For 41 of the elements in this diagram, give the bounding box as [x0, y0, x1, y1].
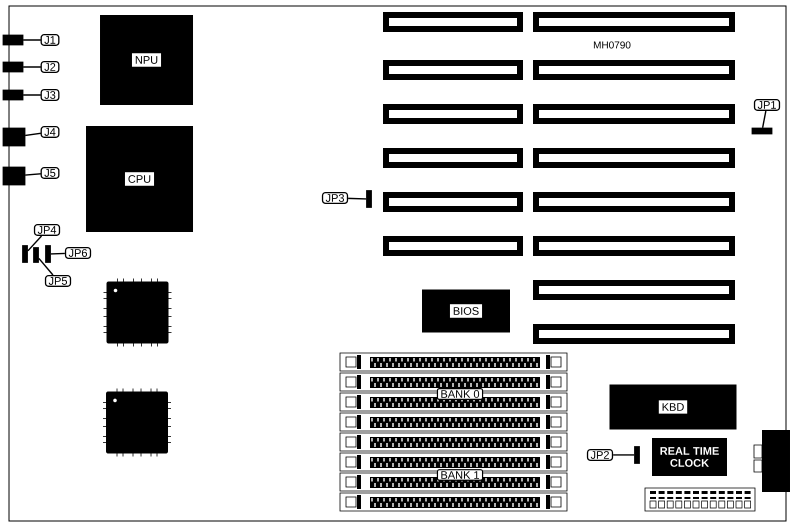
connector	[2, 128, 26, 146]
jumper	[45, 245, 51, 263]
jumper	[752, 128, 772, 134]
callout-label: JP4	[34, 224, 60, 236]
leader-line	[762, 110, 767, 128]
callout-label: J1	[40, 34, 60, 46]
leader-line	[23, 39, 41, 41]
leader-line	[38, 258, 54, 276]
clock-chip: REAL TIME CLOCK	[652, 438, 727, 476]
callout-label: JP6	[64, 246, 92, 260]
callout-label: JP3	[322, 192, 348, 204]
dip-chip: KBD	[610, 384, 736, 430]
bank-label: BANK 0	[436, 388, 484, 400]
leader-line	[50, 252, 65, 255]
callout-label: J2	[40, 60, 60, 74]
processor-chip: CPU	[86, 126, 193, 232]
callout-label: JP5	[44, 275, 72, 287]
pin-grid-chip: NPU	[100, 15, 193, 105]
connector	[2, 90, 24, 100]
connector	[2, 62, 24, 72]
callout-label: J4	[40, 126, 60, 138]
leader-line	[27, 236, 42, 252]
figure-code: MH0790	[594, 41, 630, 49]
dip-chip: BIOS	[422, 290, 510, 332]
connector	[2, 166, 26, 186]
leader-line	[348, 198, 366, 200]
jumper	[634, 446, 640, 464]
jumper	[33, 247, 39, 263]
leader-line	[25, 132, 41, 136]
bank-label: BANK 1	[436, 469, 484, 481]
callout-label: JP2	[586, 448, 614, 462]
jumper	[366, 190, 372, 208]
callout-label: J3	[40, 88, 60, 102]
connector	[2, 34, 24, 46]
leader-line	[25, 173, 41, 176]
callout-label: J5	[40, 167, 60, 179]
callout-label: JP1	[754, 99, 780, 111]
leader-line	[613, 454, 634, 456]
leader-line	[23, 94, 41, 96]
leader-line	[23, 66, 41, 68]
jumper	[22, 245, 28, 263]
